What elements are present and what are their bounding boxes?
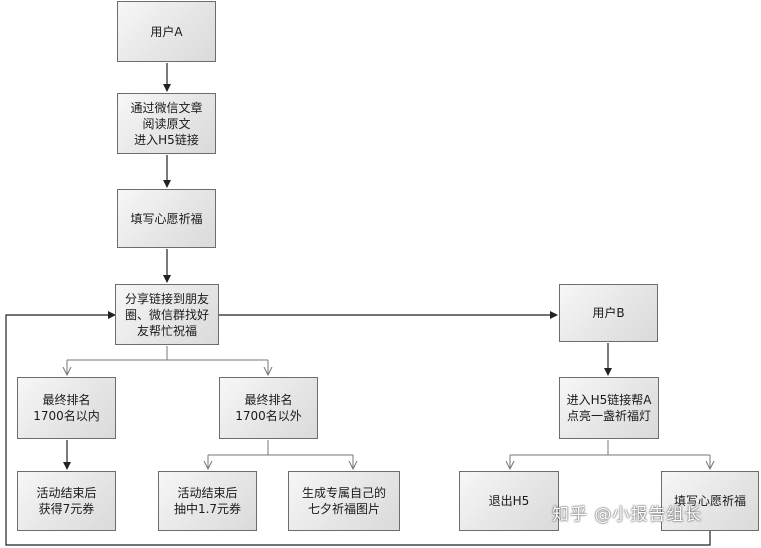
node-share: 分享链接到朋友 圈、微信群找好 友帮忙祝福 — [115, 284, 219, 345]
node-prize-1-7: 活动结束后 抽中1.7元券 — [158, 471, 257, 531]
node-rank-in: 最终排名 1700名以内 — [17, 377, 116, 439]
edge-loop-fillwish2-share — [5, 311, 711, 546]
node-fill-wish: 填写心愿祈福 — [117, 189, 216, 248]
node-rank-out: 最终排名 1700名以外 — [219, 377, 318, 439]
node-exit-h5: 退出H5 — [459, 471, 559, 531]
node-enter-h5: 通过微信文章 阅读原文 进入H5链接 — [117, 93, 216, 154]
node-prize-7: 活动结束后 获得7元券 — [17, 471, 116, 531]
node-fill-wish-2: 填写心愿祈福 — [661, 471, 759, 531]
node-gen-image: 生成专属自己的 七夕祈福图片 — [288, 471, 400, 531]
node-user-a: 用户A — [117, 1, 216, 62]
node-light-lamp: 进入H5链接帮A 点亮一盏祈福灯 — [559, 377, 659, 439]
watermark-text: 知乎 @小报告组长 — [552, 505, 703, 525]
node-user-b: 用户B — [559, 284, 658, 342]
